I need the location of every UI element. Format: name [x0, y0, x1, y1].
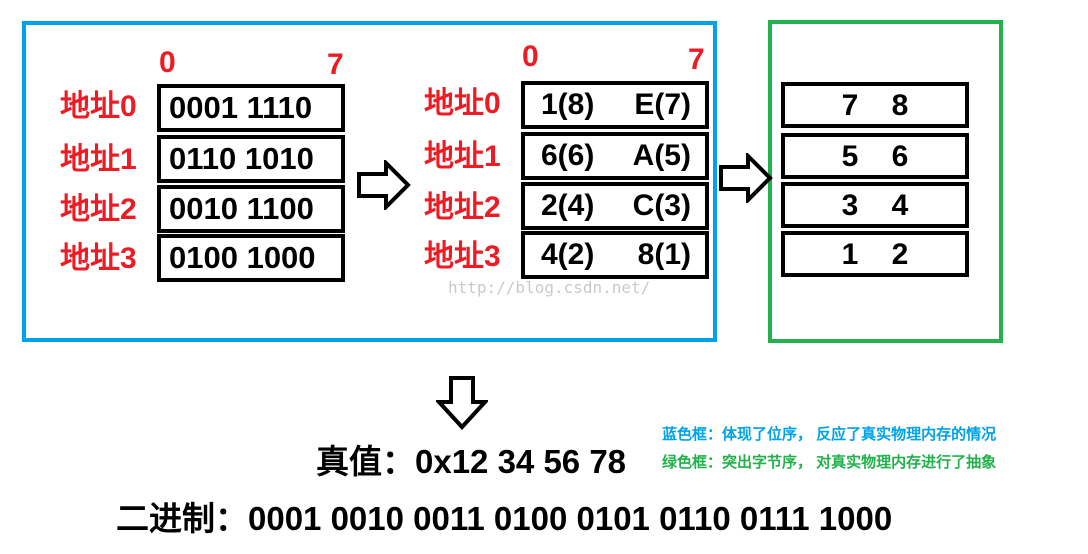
- left-address-label-0: 地址0: [60, 90, 137, 123]
- byte-digit: 7: [841, 89, 859, 122]
- nibble-high-value: E(7): [634, 88, 691, 121]
- nibble-low-value: 4(2): [541, 238, 595, 271]
- left-address-label-2: 地址2: [60, 193, 137, 226]
- byte-digit: 6: [891, 140, 909, 173]
- left-address-label-1: 地址1: [60, 143, 137, 176]
- nibble-high-value: 8(1): [637, 238, 691, 271]
- binary-value-text: 二进制：0001 0010 0011 0100 0101 0110 0111 1…: [116, 500, 893, 537]
- byte-order-cell-1: 5 6: [781, 133, 969, 179]
- right-arrow-icon: [357, 160, 411, 210]
- byte-order-cell-2: 3 4: [781, 182, 969, 228]
- nibble-memory-cell-1: 6(6) A(5): [521, 132, 709, 180]
- right-arrow-icon: [719, 153, 773, 203]
- watermark-text: http://blog.csdn.net/: [448, 278, 651, 297]
- byte-digit: 4: [891, 189, 909, 222]
- left-address-label-3: 地址3: [60, 242, 137, 275]
- middle-address-label-2: 地址2: [424, 191, 501, 224]
- middle-address-label-1: 地址1: [424, 140, 501, 173]
- binary-memory-cell-3: 0100 1000: [157, 234, 345, 282]
- middle-bit-start-label: 0: [522, 40, 539, 73]
- blue-frame-legend: 蓝色框：体现了位序， 反应了真实物理内存的情况: [662, 426, 997, 443]
- left-bit-start-label: 0: [159, 46, 176, 79]
- binary-memory-cell-1: 0110 1010: [157, 135, 345, 183]
- green-frame-legend: 绿色框：突出字节序， 对真实物理内存进行了抽象: [662, 454, 997, 471]
- byte-order-cell-3: 1 2: [781, 231, 969, 277]
- binary-memory-cell-2: 0010 1100: [157, 185, 345, 233]
- binary-memory-cell-0: 0001 1110: [157, 84, 345, 132]
- nibble-low-value: 2(4): [541, 189, 595, 222]
- byte-digit: 1: [841, 238, 859, 271]
- nibble-low-value: 6(6): [541, 139, 595, 172]
- nibble-memory-cell-2: 2(4) C(3): [521, 182, 709, 230]
- byte-digit: 3: [841, 189, 859, 222]
- middle-address-label-0: 地址0: [424, 87, 501, 120]
- nibble-memory-cell-0: 1(8) E(7): [521, 81, 709, 129]
- byte-order-frame: [768, 20, 1003, 343]
- left-bit-end-label: 7: [327, 48, 344, 81]
- byte-digit: 2: [891, 238, 909, 271]
- bit-order-frame: [22, 21, 717, 342]
- truth-value-text: 真值：0x12 34 56 78: [316, 443, 627, 480]
- middle-address-label-3: 地址3: [424, 240, 501, 273]
- nibble-low-value: 1(8): [541, 88, 595, 121]
- nibble-high-value: C(3): [632, 189, 691, 222]
- byte-digit: 8: [891, 89, 909, 122]
- nibble-memory-cell-3: 4(2) 8(1): [521, 231, 709, 279]
- nibble-high-value: A(5): [632, 139, 691, 172]
- byte-digit: 5: [841, 140, 859, 173]
- down-arrow-icon: [436, 376, 488, 430]
- middle-bit-end-label: 7: [688, 43, 705, 76]
- byte-order-cell-0: 7 8: [781, 82, 969, 128]
